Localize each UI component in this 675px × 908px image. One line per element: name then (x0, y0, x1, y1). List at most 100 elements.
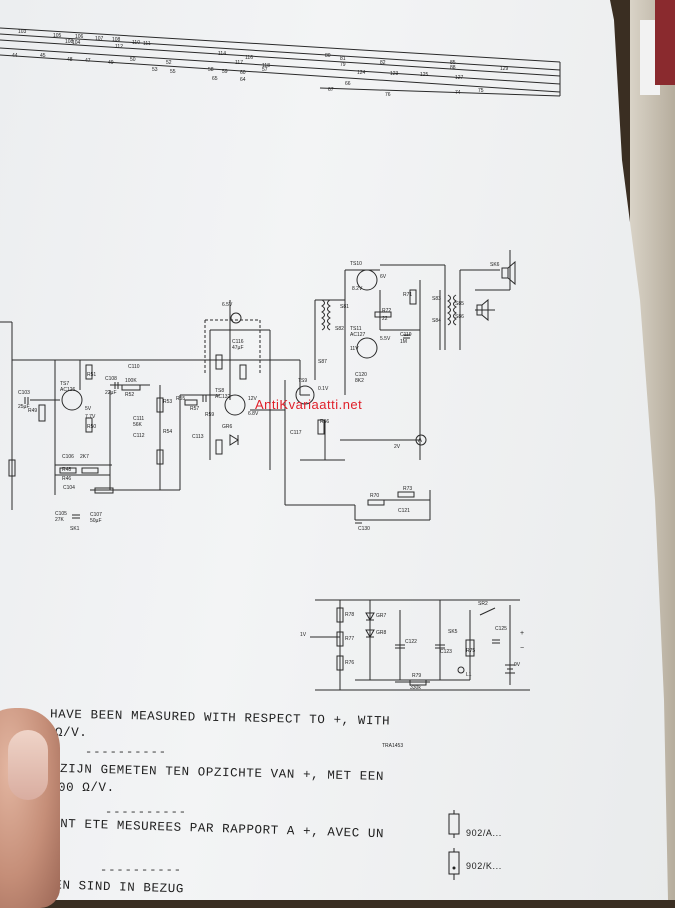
component-label: R78 (345, 612, 354, 618)
table-cell: 82 (380, 60, 386, 66)
separator-dashes: ---------- (85, 745, 168, 759)
component-label: 100K (125, 378, 137, 384)
component-label: C119 (400, 332, 412, 338)
transistor-label: TS9 (298, 378, 307, 384)
component-label: C123 (440, 649, 452, 655)
table-cell: 110 (132, 40, 140, 46)
component-label: R75 (466, 648, 475, 654)
table-cell: 57 (262, 67, 268, 73)
table-cell: 111 (143, 41, 151, 47)
component-label: R59 (205, 412, 214, 418)
component-label: SK6 (490, 262, 500, 268)
component-label: C121 (398, 508, 410, 514)
component-label: 22 (382, 316, 388, 322)
table-cell: 67 (328, 87, 334, 93)
component-label: R50 (87, 424, 96, 430)
component-label: R70 (370, 493, 379, 499)
component-label: L1 (466, 672, 472, 678)
table-cell: 59 (222, 69, 228, 75)
component-label: R66 (320, 419, 329, 425)
table-cell: 52 (166, 60, 172, 66)
table-cell: 44 (12, 53, 18, 59)
component-label: C106 (62, 454, 74, 460)
resistor-symbol-icon (448, 810, 460, 838)
component-label: 56K (133, 422, 143, 428)
table-cell: 74 (455, 90, 461, 96)
separator-dashes: ---------- (100, 863, 183, 877)
table-cell: 107 (95, 36, 104, 42)
table-cell: 116 (245, 55, 253, 61)
table-cell: 75 (478, 88, 484, 94)
table-cell: 88 (450, 65, 456, 71)
table-cell: 123 (390, 71, 399, 77)
symbol-label: 902/K... (466, 861, 502, 871)
table-cell: 53 (152, 67, 158, 73)
table-cell: 85 (450, 60, 456, 66)
voltage-label: 8.2V (352, 286, 363, 292)
table-cell: 118 (262, 63, 270, 69)
component-label: R49 (28, 408, 37, 414)
component-label: 50µF (90, 518, 102, 524)
table-cell: 60 (240, 70, 246, 76)
polarity-minus: − (520, 645, 524, 652)
component-label: C113 (192, 434, 204, 440)
table-cell: 66 (345, 81, 351, 87)
table-cell: 105 (53, 33, 62, 39)
top-table-numbers: 103 105 106 107 108 110 111 114 116 80 8… (12, 29, 509, 98)
voltage-label: 6.5V (222, 302, 233, 308)
voltage-label: 12V (248, 396, 258, 402)
component-label: R77 (345, 636, 354, 642)
component-label: R76 (345, 660, 354, 666)
component-label: SK5 (448, 629, 458, 635)
table-cell: 127 (455, 75, 464, 81)
component-label: C103 (18, 390, 30, 396)
component-label: R71 (403, 292, 412, 298)
component-label: C110 (128, 364, 140, 370)
transistor-label: TS7 (60, 381, 69, 387)
component-label: C108 (105, 376, 117, 382)
voltage-label: 7.7V (85, 414, 96, 420)
table-cell: 50 (130, 57, 136, 63)
table-cell: 76 (385, 92, 391, 98)
component-label: GR7 (376, 613, 387, 619)
component-label: C130 (358, 526, 370, 532)
note-english-unit: Ω/V. (55, 726, 88, 740)
table-cell: 58 (208, 67, 214, 73)
table-cell: 80 (325, 53, 331, 59)
voltage-label: 2V (394, 444, 401, 450)
table-cell: 108 (112, 37, 121, 43)
component-label: S81 (340, 304, 349, 310)
table-cell: 112 (115, 44, 123, 50)
component-label: GR6 (222, 424, 233, 430)
component-label: S84 (432, 318, 441, 324)
component-label: GR8 (376, 630, 387, 636)
table-cell: 65 (212, 76, 218, 82)
component-label: S85 (455, 301, 464, 307)
voltage-label: 5.5V (380, 336, 391, 342)
watermark: AntiKvariaatti.net (255, 397, 363, 412)
table-cell: 55 (170, 69, 176, 75)
table-cell: 129 (500, 66, 509, 72)
polarity-plus: + (520, 630, 524, 637)
component-label: R46 (62, 476, 71, 482)
component-label: R51 (87, 372, 96, 378)
table-cell: 114 (218, 51, 226, 57)
transistor-type: AC132 (215, 394, 231, 400)
component-label: C125 (495, 626, 507, 632)
table-cell: 108 (65, 39, 74, 45)
voltage-label: 6.8V (248, 411, 259, 417)
component-label: R48 (62, 467, 71, 473)
component-label: R79 (412, 673, 421, 679)
table-cell: 47 (85, 58, 91, 64)
component-label: 25µF (18, 404, 30, 410)
voltage-label: 6V (380, 274, 387, 280)
component-label: S82 (335, 326, 344, 332)
table-cell: 124 (357, 70, 366, 76)
table-cell: 48 (67, 57, 73, 63)
transistor-label: TS8 (215, 388, 224, 394)
note-dutch-unit: 00 Ω/V. (58, 781, 115, 795)
component-label: R52 (125, 392, 134, 398)
transistor-type: AC126 (60, 387, 76, 393)
component-label: S86 (455, 314, 464, 320)
